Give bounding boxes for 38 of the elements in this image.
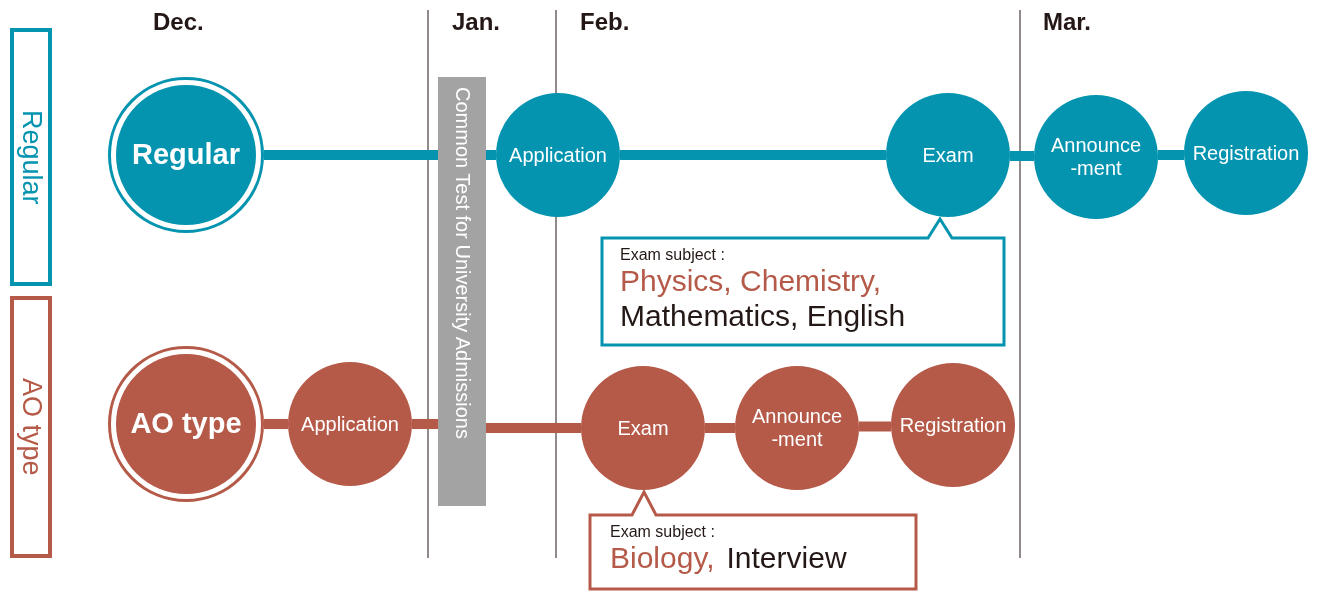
connector-line xyxy=(412,419,438,429)
step-label: Regular xyxy=(132,138,240,172)
step-label: Application xyxy=(509,143,607,167)
step-label: Registration xyxy=(899,413,1007,437)
connector-line xyxy=(264,419,288,429)
callout-box xyxy=(588,490,918,591)
step-label: Exam xyxy=(617,416,669,440)
step-label: Announce -ment xyxy=(750,405,844,451)
lane-label: Regular xyxy=(15,109,47,205)
month-label: Feb. xyxy=(580,8,630,36)
lane-label-box xyxy=(10,296,52,558)
connector-line xyxy=(1010,151,1034,161)
bar-label: Common Test for University Admissions xyxy=(450,87,474,441)
callout-heading: Exam subject : xyxy=(620,246,726,264)
subject-text: Physics, Chemistry, xyxy=(620,264,882,299)
callout-heading: Exam subject : xyxy=(610,523,716,541)
connector-line xyxy=(705,423,735,433)
step-label: Registration xyxy=(1192,141,1300,165)
test-period-bar xyxy=(438,77,486,506)
subject-text: Biology, xyxy=(610,541,715,576)
connector-line xyxy=(1158,150,1184,160)
connector-line xyxy=(486,423,581,433)
step-label: Exam xyxy=(922,143,974,167)
subject-text: Interview xyxy=(726,541,847,576)
callout-box xyxy=(600,217,1006,347)
month-label: Mar. xyxy=(1043,8,1092,36)
step-label: Announce -ment xyxy=(1049,134,1143,180)
month-label: Dec. xyxy=(153,8,204,36)
lane-label-box xyxy=(10,28,52,286)
connector-line xyxy=(620,150,886,160)
step-label: AO type xyxy=(130,407,242,441)
connector-line xyxy=(486,150,496,160)
step-label: Application xyxy=(301,412,399,436)
subject-text: Mathematics, English xyxy=(620,298,906,333)
month-label: Jan. xyxy=(452,8,501,36)
connector-line xyxy=(264,150,438,160)
connector-line xyxy=(859,421,891,432)
lane-label: AO type xyxy=(15,378,47,476)
